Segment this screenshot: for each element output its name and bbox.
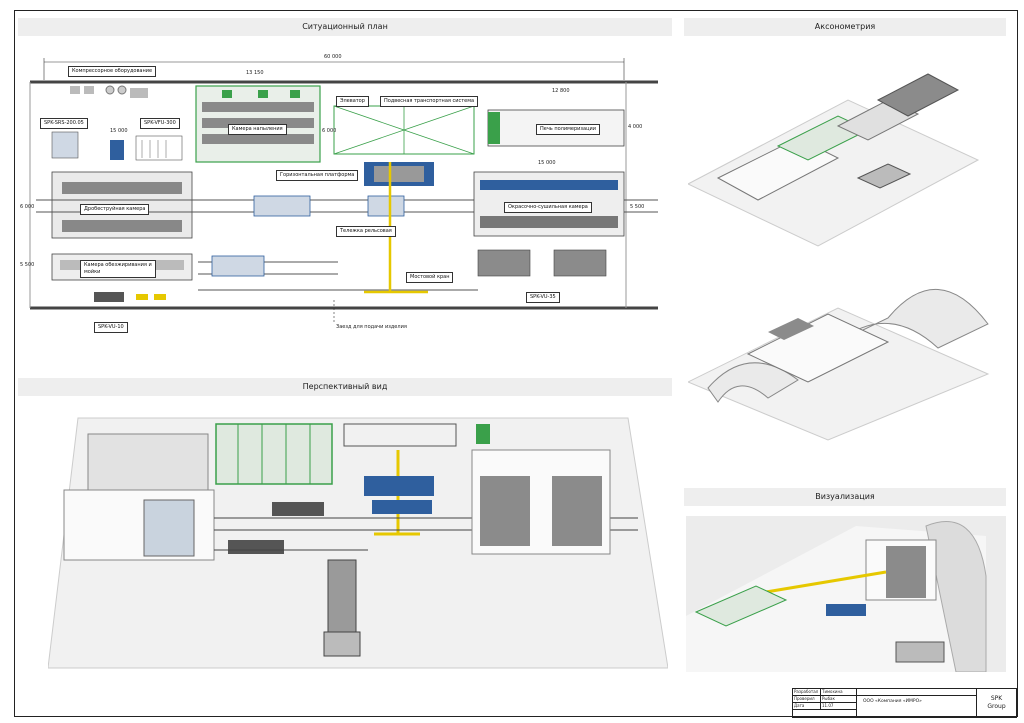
tb-row2-name: Рыбак [821,696,857,703]
tb-blank-row [793,710,857,718]
label-vfu: SPK-VFU-300 [140,118,180,129]
label-trolley: Тележка рельсовая [336,226,396,237]
site-plan: 60 000 13 150 12 800 4 000 6 000 15 000 … [18,40,672,340]
axonometry-render-1 [688,73,980,247]
tb-row2-label: Проверил [793,696,821,703]
tb-row3-label: Дата [793,703,821,710]
site-plan-title: Ситуационный план [18,18,672,36]
label-wash: Камера обезжиривания и мойки [80,260,156,278]
label-paint: Окрасочно-сушильная камера [504,202,592,213]
label-blast: Дробеструйная камера [80,204,150,215]
perspective-render [48,417,668,669]
dim-wash-depth: 5 500 [20,262,35,268]
label-conveyor: Подвесная транспортная система [380,96,479,107]
axonometry-view-2 [688,262,1008,442]
visualization-render [686,516,1006,672]
label-elevator: Элеватор [336,96,369,107]
label-spray-booth: Камера напыления [228,124,287,135]
visualization-title: Визуализация [684,488,1006,506]
tb-brand-logo: SPK Group [977,689,1017,718]
dim-oven-width: 12 800 [552,88,570,94]
axonometry-view-1 [688,60,1008,250]
tb-company: ООО «Компания «ИМРО» [857,696,977,718]
dim-spray-booth-depth: 6 000 [322,128,337,134]
title-block: Разработал Тимохина Проверил Рыбак Дата … [792,688,1017,718]
tb-row1-label: Разработал [793,689,821,696]
perspective-title: Перспективный вид [18,378,672,396]
drawing-sheet [14,10,1018,717]
label-platform: Горизонтальная платформа [276,170,359,181]
tb-brand-line2: Group [987,703,1006,710]
tb-brand-line1: SPK [990,695,1003,702]
label-compressor: Компрессорное оборудование [68,66,157,77]
label-srs: SPK-SRS-200.05 [40,118,88,129]
dim-blast-depth: 6 000 [20,204,35,210]
label-vu35: SPK-VU-35 [526,292,560,303]
tb-row1-name: Тимохина [821,689,857,696]
label-entry: Заезд для подачи изделия [336,324,407,330]
label-oven: Печь полимеризации [536,124,600,135]
visualization-view [686,516,1006,672]
dim-paint-width: 15 000 [538,160,556,166]
dim-blast-width: 15 000 [110,128,128,134]
site-plan-drawing [29,58,658,322]
perspective-view [48,410,668,670]
tb-header-cell [857,689,977,696]
label-crane: Мостовой кран [406,272,454,283]
label-vu10: SPK-VU-10 [94,322,128,333]
tb-row3-value: 11.07 [821,703,857,710]
dim-spray-booth: 13 150 [246,70,264,76]
dim-oven-depth: 4 000 [628,124,643,130]
dim-paint-depth: 5 500 [630,204,645,210]
axonometry-render-2 [688,289,990,441]
axonometry-title: Аксонометрия [684,18,1006,36]
dim-overall: 60 000 [324,54,342,60]
